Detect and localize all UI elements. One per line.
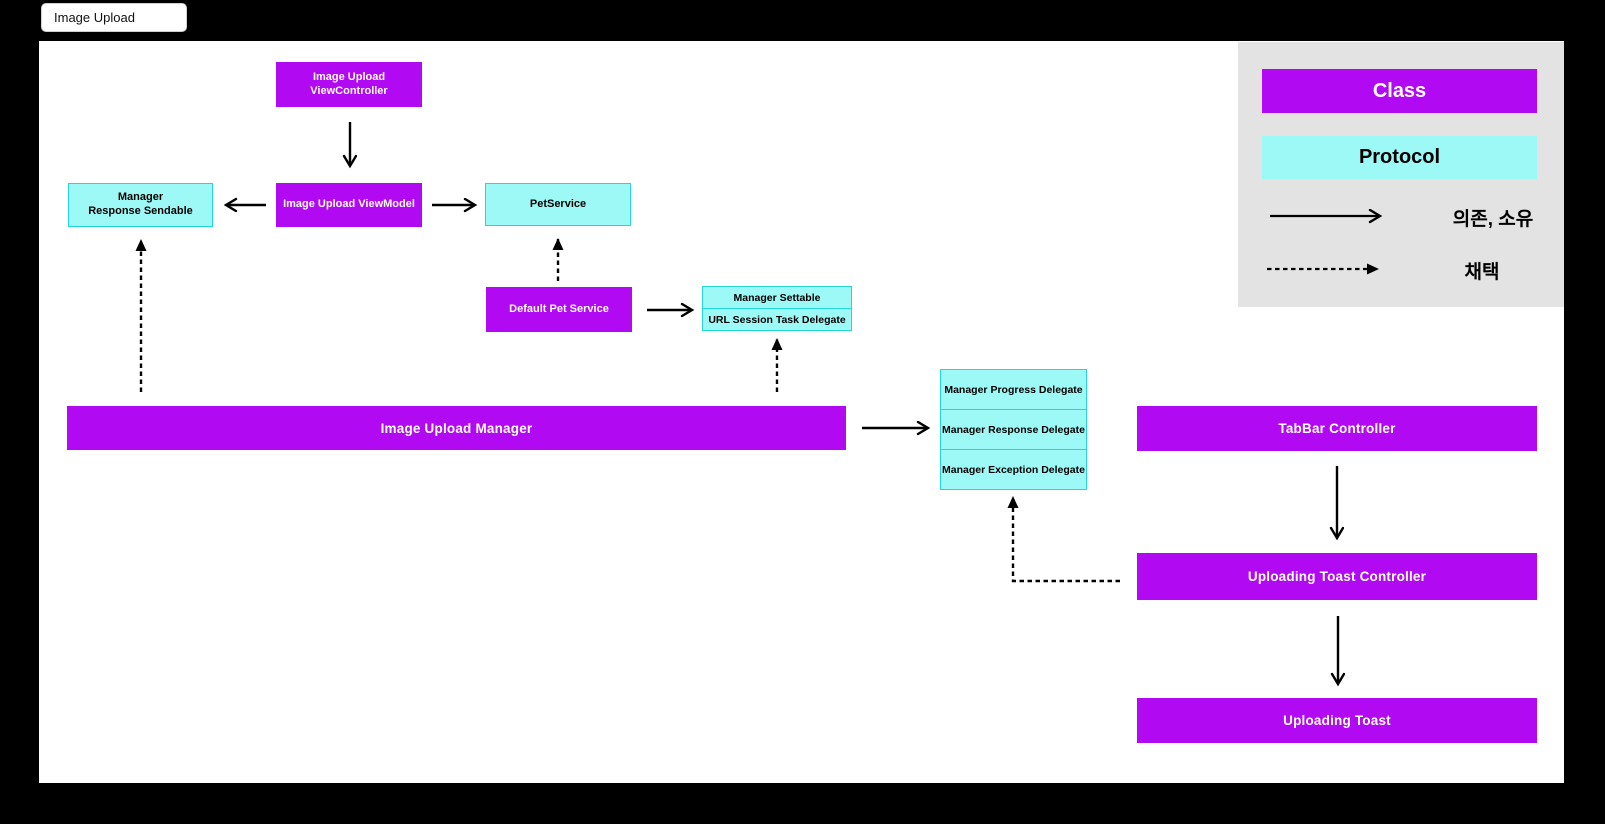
legend-class-label: Class xyxy=(1372,79,1427,102)
node-label: Default Pet Service xyxy=(509,302,609,315)
node-label: Image Upload ViewController xyxy=(310,70,388,97)
protocol-cell[interactable]: Manager Progress Delegate xyxy=(944,383,1083,396)
node-manager-delegate-stack[interactable]: Manager Progress Delegate Manager Respon… xyxy=(940,369,1087,490)
legend-protocol-label: Protocol xyxy=(1358,146,1441,168)
node-label: Uploading Toast xyxy=(1283,713,1391,728)
protocol-cell[interactable]: Manager Response Delegate xyxy=(941,409,1086,449)
node-label: Image Upload Manager xyxy=(380,420,533,436)
file-tab[interactable]: Image Upload xyxy=(41,3,187,32)
node-default-pet-service[interactable]: Default Pet Service xyxy=(486,287,632,332)
node-image-upload-view-controller[interactable]: Image Upload ViewController xyxy=(276,62,422,107)
protocol-cell[interactable]: Manager Exception Delegate xyxy=(941,449,1086,489)
node-label: TabBar Controller xyxy=(1278,421,1396,436)
protocol-cell[interactable]: Manager Settable xyxy=(733,291,821,304)
legend-dashed-arrow-label: 채택 xyxy=(1464,262,1500,283)
dashed-arrow-uploading-toast-controller-adopts-delegates[interactable] xyxy=(1007,496,1120,583)
node-image-upload-view-model[interactable]: Image Upload ViewModel xyxy=(276,183,422,227)
node-label: PetService xyxy=(529,197,587,210)
node-manager-settable-stack[interactable]: Manager Settable URL Session Task Delega… xyxy=(702,286,852,331)
legend-protocol-swatch[interactable]: Protocol xyxy=(1262,136,1537,179)
node-uploading-toast-controller[interactable]: Uploading Toast Controller xyxy=(1137,553,1537,600)
file-tab-title: Image Upload xyxy=(54,10,135,25)
legend-class-swatch[interactable]: Class xyxy=(1262,69,1537,113)
node-pet-service[interactable]: PetService xyxy=(485,183,631,226)
node-label: Manager Response Sendable xyxy=(88,191,193,217)
node-tabbar-controller[interactable]: TabBar Controller xyxy=(1137,406,1537,451)
node-manager-response-sendable[interactable]: Manager Response Sendable xyxy=(68,183,213,227)
node-uploading-toast[interactable]: Uploading Toast xyxy=(1137,698,1537,743)
node-label: Uploading Toast Controller xyxy=(1247,569,1427,584)
node-label: Image Upload ViewModel xyxy=(283,198,415,211)
protocol-cell[interactable]: URL Session Task Delegate xyxy=(703,308,851,330)
legend-solid-arrow-label: 의존, 소유 xyxy=(1452,209,1534,230)
node-image-upload-manager[interactable]: Image Upload Manager xyxy=(67,406,846,450)
